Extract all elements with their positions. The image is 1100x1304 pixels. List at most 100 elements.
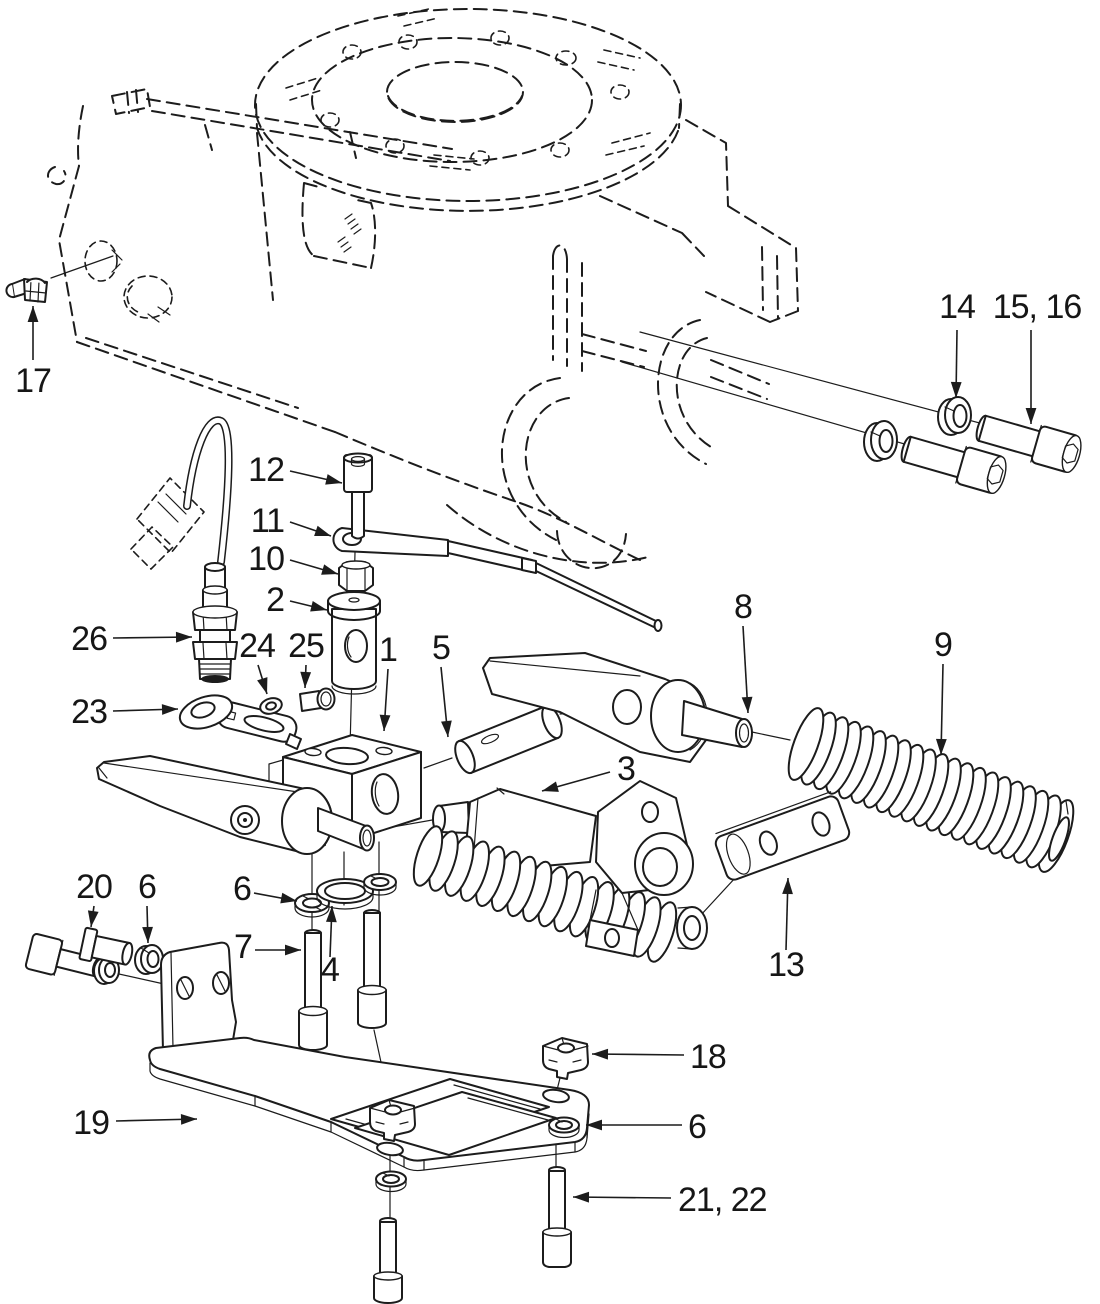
part-9-spring: [787, 707, 1075, 873]
leader-arrowhead: [175, 631, 192, 643]
leader-line: [572, 1196, 672, 1199]
bottom-center-screw: [373, 1217, 403, 1304]
leader-arrowhead: [300, 671, 312, 688]
part-10-nut: [338, 560, 374, 592]
part-24-washer: [259, 697, 283, 715]
leader-arrowhead: [285, 944, 301, 956]
part-number-label: 25: [288, 627, 324, 665]
part-number-label: 1: [379, 631, 397, 669]
callout-11-4: 11: [251, 502, 332, 540]
part-number-label: 20: [76, 868, 112, 906]
leader-arrowhead: [280, 892, 297, 904]
part-23-ring-terminal: [178, 694, 302, 750]
part-number-label: 23: [71, 693, 107, 731]
leader-arrowhead: [87, 910, 99, 927]
leader-arrowhead: [592, 1048, 609, 1060]
part-number-label: 11: [251, 502, 284, 540]
leader-arrowhead: [935, 738, 947, 755]
callout-6-18: 6: [138, 868, 157, 944]
leader-arrowhead: [325, 474, 342, 485]
upper-lever-arm: [482, 652, 753, 763]
callout-7-20: 7: [234, 928, 301, 966]
leader-arrowhead: [180, 1113, 197, 1125]
part-18-clip-nut-right: [542, 1037, 589, 1080]
callout-24-9: 24: [239, 627, 276, 695]
leader-arrowhead: [542, 781, 559, 792]
leader-arrowhead: [441, 720, 452, 737]
callout-19-22: 19: [73, 1104, 198, 1142]
part-26-sensor: [130, 416, 238, 683]
washer-small-right: [863, 420, 898, 462]
part-18-clip-nut-center: [369, 1099, 416, 1142]
part-3-actuator: [412, 780, 708, 963]
callout-14-1: 14: [939, 288, 976, 399]
callout-20-17: 20: [76, 868, 113, 928]
callout-4-21: 4: [321, 905, 340, 989]
part-13-bar: [714, 791, 851, 881]
leader-arrowhead: [325, 906, 337, 923]
callout-18-23: 18: [591, 1038, 727, 1076]
part-number-label: 9: [934, 626, 952, 664]
part-21-22-screw: [542, 1166, 572, 1268]
callout-6-24: 6: [586, 1108, 707, 1146]
part-number-label: 2: [266, 581, 284, 619]
callout-26-7: 26: [71, 620, 193, 658]
leader-arrowhead: [573, 1191, 590, 1203]
part-number-label: 10: [248, 540, 284, 578]
leader-arrowhead: [782, 878, 793, 895]
callout-15-16-2: 15, 16: [993, 288, 1082, 424]
part-6-lock-washer-d: [548, 1116, 580, 1139]
leader-arrowhead: [950, 381, 962, 398]
part-12-screw: [343, 452, 373, 540]
part-5-pin: [454, 704, 563, 775]
leader-arrowhead: [142, 926, 153, 943]
part-number-label: 15, 16: [993, 288, 1082, 326]
part-number-label: 6: [233, 870, 251, 908]
part-number-label: 12: [248, 451, 284, 489]
part-number-label: 26: [71, 620, 107, 658]
leader-arrowhead: [257, 677, 268, 694]
part-3-spring: [412, 825, 678, 963]
part-4-washer: [316, 878, 374, 910]
callout-8-13: 8: [734, 588, 753, 714]
part-number-label: 24: [239, 627, 275, 665]
part-number-label: 18: [690, 1038, 726, 1076]
leader-arrowhead: [161, 704, 178, 715]
housing-outline: [47, 7, 799, 570]
callout-10-5: 10: [248, 540, 339, 578]
part-19-bracket: [148, 941, 590, 1172]
callout-2-6: 2: [266, 581, 328, 619]
left-lever-arm: [96, 755, 375, 855]
part-number-label: 4: [321, 951, 339, 989]
callout-13-16: 13: [768, 877, 805, 984]
part-20-bushing: [78, 926, 134, 966]
leader-arrowhead: [314, 525, 331, 536]
part-11-link-rod: [332, 527, 663, 632]
part-16-screw: [975, 414, 1082, 474]
part-number-label: 7: [234, 928, 252, 966]
leader-arrowhead: [379, 714, 391, 731]
callout-9-14: 9: [934, 626, 953, 756]
leader-arrowhead: [741, 696, 753, 713]
part-6-lock-washer-c: [134, 944, 164, 975]
leader-arrowhead: [321, 564, 338, 575]
part-7-screw-b: [357, 909, 387, 1029]
callout-23-8: 23: [71, 693, 179, 731]
part-number-label: 14: [939, 288, 975, 326]
part-6-lock-washer-b: [363, 873, 397, 896]
callout-17-0: 17: [15, 306, 52, 400]
leader-arrowhead: [586, 1119, 602, 1131]
leader-arrowhead: [310, 600, 327, 612]
callout-5-12: 5: [432, 629, 452, 738]
part-number-label: 13: [768, 946, 804, 984]
part-number-label: 6: [688, 1108, 706, 1146]
callout-6-19: 6: [233, 870, 298, 908]
callout-3-15: 3: [541, 750, 636, 792]
part-number-label: 3: [617, 750, 635, 788]
callout-21-22-25: 21, 22: [572, 1181, 768, 1219]
callout-25-10: 25: [288, 627, 325, 689]
part-7-screw-a: [298, 929, 328, 1051]
callout-12-3: 12: [248, 451, 343, 489]
